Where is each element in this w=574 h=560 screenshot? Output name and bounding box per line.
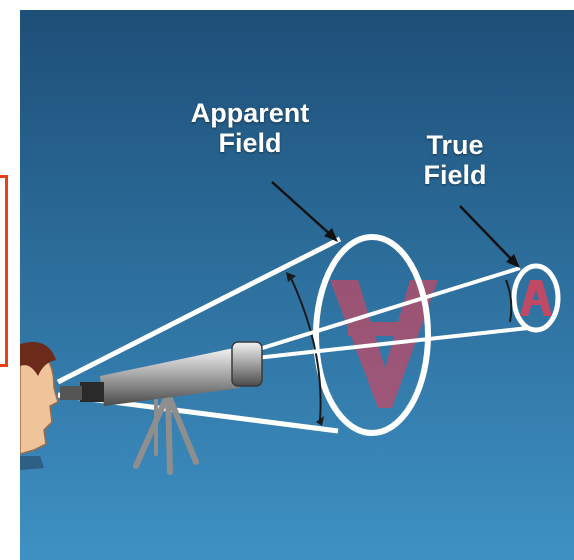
diagram-panel: Apparent Field True Field xyxy=(20,10,574,560)
apparent-label-line1: Apparent xyxy=(160,98,340,128)
true-label-line1: True xyxy=(390,130,520,160)
apparent-field-label: Apparent Field xyxy=(160,98,340,158)
true-field-label: True Field xyxy=(390,130,520,190)
apparent-label-line2: Field xyxy=(160,128,340,158)
red-frame-accent xyxy=(0,175,8,367)
field-of-view-diagram xyxy=(20,10,574,560)
true-label-line2: Field xyxy=(390,160,520,190)
background xyxy=(20,10,574,560)
